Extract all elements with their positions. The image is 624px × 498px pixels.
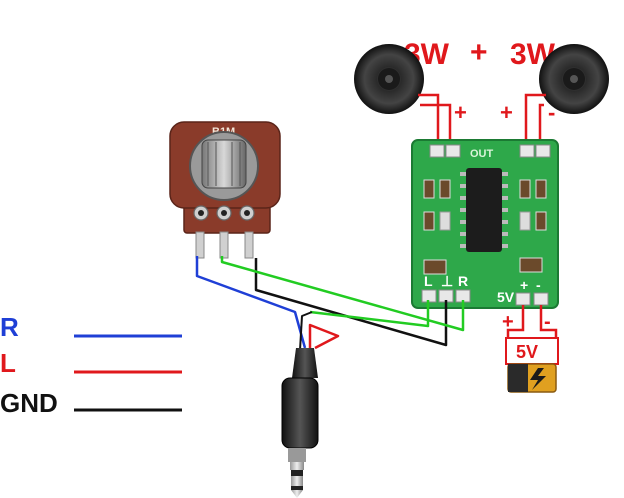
pot-knob-icon (201, 139, 247, 189)
legend-label-gnd: GND (0, 388, 58, 418)
jack-plug-sleeve (290, 462, 304, 470)
jack-body (281, 377, 319, 449)
speaker-leads (418, 93, 546, 150)
lightning-icon (530, 368, 546, 390)
signal-wires (195, 256, 465, 351)
jack-plug-tip (291, 490, 303, 498)
plus-sign-label: + (470, 36, 488, 69)
legend-label-r: R (0, 312, 19, 342)
speaker-right-lead-minus (538, 103, 544, 150)
amplifier-board: OUT L ⊥ R (411, 139, 559, 309)
amp-out-label: OUT (470, 148, 494, 160)
battery-minus-label: - (544, 311, 551, 333)
input-pads (421, 289, 471, 303)
battery-plus-label: + (502, 311, 514, 333)
speaker-right-minus-label: - (548, 100, 555, 125)
speaker-right-lead-plus (524, 93, 546, 150)
speaker-left-lead-minus (418, 93, 440, 150)
speaker-left-plus-label: + (454, 100, 467, 125)
legend-label-l: L (0, 348, 16, 378)
output-pads (429, 144, 551, 158)
wire-ground-jack (299, 311, 313, 351)
speaker-left (354, 44, 424, 114)
wire-green (220, 256, 465, 332)
potentiometer: B1M (169, 121, 281, 259)
smd-components (423, 179, 547, 275)
amp-input-l-label: L (424, 273, 433, 289)
amp-5v-label: 5V (497, 289, 515, 305)
amp-input-r-label: R (458, 273, 468, 289)
speaker-right (539, 44, 609, 114)
speaker-right-plus-label: + (500, 100, 513, 125)
power-pads (515, 292, 549, 306)
battery-label-box (505, 337, 559, 365)
pot-legs (195, 231, 254, 259)
jack-strain-relief (292, 348, 318, 378)
audio-jack-plug (281, 348, 319, 498)
wire-red (308, 323, 340, 350)
power-rating-header: 3W + 3W (404, 36, 556, 71)
battery-voltage-label: 5V (516, 342, 538, 362)
wire-color-legend: R L GND (0, 312, 182, 418)
amplifier-ic-chip (466, 168, 502, 252)
amp-minus-label: - (536, 277, 541, 293)
wire-blue (195, 256, 307, 349)
battery-assembly: + - 5V (502, 305, 559, 393)
amp-plus-label: + (520, 277, 528, 293)
wire-green-input (309, 300, 430, 328)
speaker-left-lead-plus (420, 103, 452, 150)
jack-plug-ring (291, 476, 303, 486)
amp-input-ground-label: ⊥ (441, 273, 453, 289)
